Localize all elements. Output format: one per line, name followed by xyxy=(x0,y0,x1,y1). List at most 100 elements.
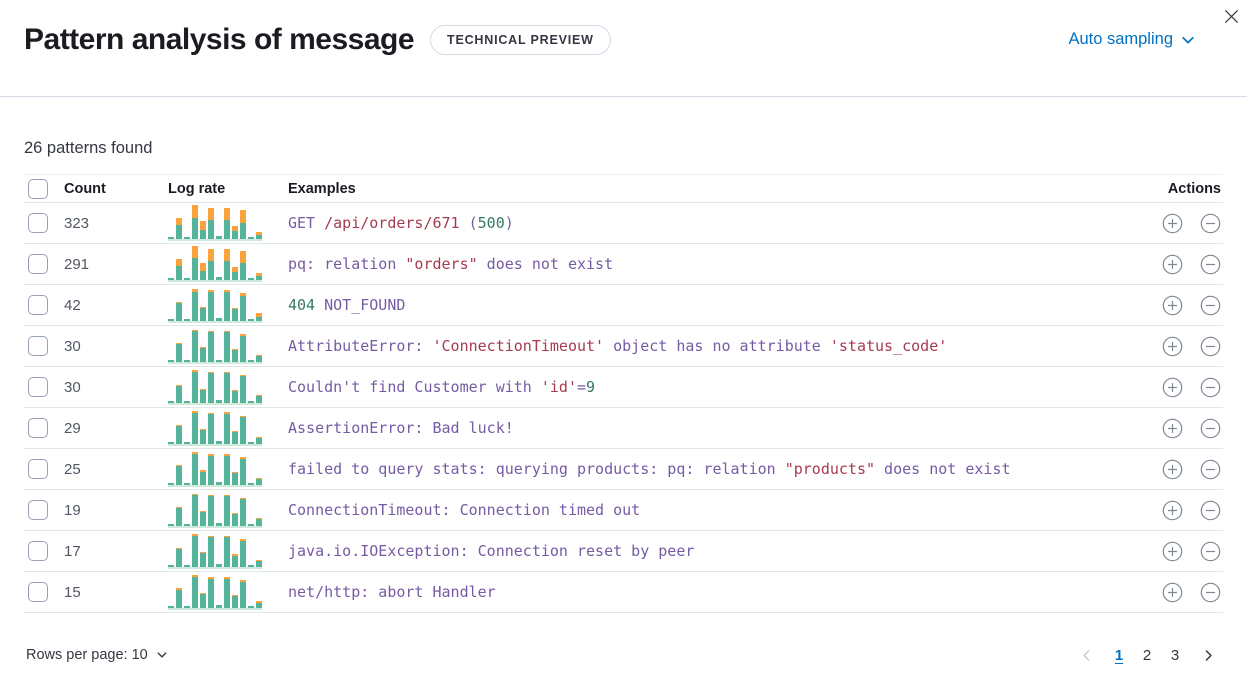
sparkline-bar xyxy=(256,395,262,403)
plus-in-circle-icon xyxy=(1162,418,1182,438)
example-text: pq: relation "orders" does not exist xyxy=(288,255,614,273)
filter-out-pattern-button[interactable] xyxy=(1199,581,1221,603)
sparkline-bar xyxy=(184,524,190,526)
plus-in-circle-icon xyxy=(1162,213,1182,233)
sparkline-bar xyxy=(224,536,230,567)
example-text: AssertionError: Bad luck! xyxy=(288,419,514,437)
row-checkbox[interactable] xyxy=(28,500,48,520)
sparkline-bar xyxy=(184,278,190,280)
sparkline-bar xyxy=(216,277,222,280)
count-cell: 291 xyxy=(64,255,90,273)
sparkline-bar xyxy=(184,401,190,403)
plus-in-circle-icon xyxy=(1162,541,1182,561)
filter-in-pattern-button[interactable] xyxy=(1161,581,1183,603)
filter-in-pattern-button[interactable] xyxy=(1161,499,1183,521)
filter-in-pattern-button[interactable] xyxy=(1161,212,1183,234)
filter-in-pattern-button[interactable] xyxy=(1161,253,1183,275)
select-all-checkbox[interactable] xyxy=(28,178,48,199)
sparkline-bar xyxy=(168,606,174,608)
filter-in-pattern-button[interactable] xyxy=(1161,458,1183,480)
row-checkbox[interactable] xyxy=(28,459,48,479)
row-checkbox[interactable] xyxy=(28,336,48,356)
previous-page-button[interactable] xyxy=(1073,642,1099,668)
filter-in-pattern-button[interactable] xyxy=(1161,294,1183,316)
plus-in-circle-icon xyxy=(1162,459,1182,479)
log-rate-sparkline xyxy=(168,205,262,241)
sampling-dropdown[interactable]: Auto sampling xyxy=(1068,30,1195,49)
sparkline-bar xyxy=(248,360,254,362)
row-checkbox[interactable] xyxy=(28,377,48,397)
sparkline-bar xyxy=(256,355,262,362)
row-checkbox[interactable] xyxy=(28,213,48,233)
sparkline-bar xyxy=(248,319,254,321)
filter-out-pattern-button[interactable] xyxy=(1199,335,1221,357)
filter-in-pattern-button[interactable] xyxy=(1161,376,1183,398)
sparkline-bar xyxy=(256,518,262,526)
filter-out-pattern-button[interactable] xyxy=(1199,499,1221,521)
row-checkbox-cell xyxy=(24,377,64,397)
sparkline-bar xyxy=(184,483,190,485)
sparkline-bar xyxy=(216,360,222,362)
example-text: Couldn't find Customer with 'id'=9 xyxy=(288,378,596,396)
sparkline-bar xyxy=(216,318,222,321)
example-text: GET /api/orders/671 (500) xyxy=(288,214,514,232)
sparkline-bar xyxy=(200,347,206,362)
filter-in-pattern-button[interactable] xyxy=(1161,417,1183,439)
filter-in-pattern-button[interactable] xyxy=(1161,335,1183,357)
example-text: net/http: abort Handler xyxy=(288,583,496,601)
row-checkbox[interactable] xyxy=(28,541,48,561)
sparkline-bar xyxy=(192,370,198,403)
row-checkbox[interactable] xyxy=(28,582,48,602)
filter-out-pattern-button[interactable] xyxy=(1199,458,1221,480)
sparkline-bar xyxy=(192,205,198,239)
row-checkbox[interactable] xyxy=(28,254,48,274)
actions-cell xyxy=(1131,499,1223,521)
row-checkbox[interactable] xyxy=(28,418,48,438)
chevron-down-icon xyxy=(157,652,167,658)
filter-out-pattern-button[interactable] xyxy=(1199,212,1221,234)
filter-out-pattern-button[interactable] xyxy=(1199,376,1221,398)
filter-out-pattern-button[interactable] xyxy=(1199,253,1221,275)
next-page-button[interactable] xyxy=(1195,642,1221,668)
flyout-header: Pattern analysis of message TECHNICAL PR… xyxy=(0,0,1247,97)
sparkline-bar xyxy=(232,431,238,444)
log-rate-cell xyxy=(168,451,288,487)
actions-cell xyxy=(1131,376,1223,398)
sparkline-bar xyxy=(200,593,206,608)
table-header-row: Count Log rate Examples Actions xyxy=(24,174,1223,203)
page-button-2[interactable]: 2 xyxy=(1133,641,1161,669)
actions-cell xyxy=(1131,581,1223,603)
close-button[interactable] xyxy=(1219,4,1243,28)
filter-out-pattern-button[interactable] xyxy=(1199,294,1221,316)
log-rate-sparkline xyxy=(168,330,262,364)
rows-per-page-selector[interactable]: Rows per page: 10 xyxy=(26,647,168,663)
flyout-body: 26 patterns found Count Log rate Example… xyxy=(0,97,1247,669)
actions-cell xyxy=(1131,212,1223,234)
sparkline-bar xyxy=(168,319,174,321)
row-checkbox-cell xyxy=(24,418,64,438)
count-cell: 25 xyxy=(64,460,81,478)
sparkline-bar xyxy=(192,575,198,608)
page-button-3[interactable]: 3 xyxy=(1161,641,1189,669)
minus-in-circle-icon xyxy=(1200,254,1220,274)
plus-in-circle-icon xyxy=(1162,295,1182,315)
log-rate-cell xyxy=(168,246,288,282)
filter-in-pattern-button[interactable] xyxy=(1161,540,1183,562)
sparkline-bar xyxy=(208,331,214,362)
sparkline-bar xyxy=(192,534,198,567)
log-rate-sparkline xyxy=(168,452,262,487)
column-header-actions: Actions xyxy=(1167,180,1221,197)
plus-in-circle-icon xyxy=(1162,582,1182,602)
sparkline-bar xyxy=(248,606,254,608)
filter-out-pattern-button[interactable] xyxy=(1199,417,1221,439)
row-checkbox[interactable] xyxy=(28,295,48,315)
example-text: failed to query stats: querying products… xyxy=(288,460,1011,478)
sparkline-bar xyxy=(168,360,174,362)
sparkline-bar xyxy=(256,313,262,321)
filter-out-pattern-button[interactable] xyxy=(1199,540,1221,562)
sparkline-bar xyxy=(224,372,230,403)
sparkline-bar xyxy=(184,442,190,444)
page-button-1[interactable]: 1 xyxy=(1105,641,1133,669)
